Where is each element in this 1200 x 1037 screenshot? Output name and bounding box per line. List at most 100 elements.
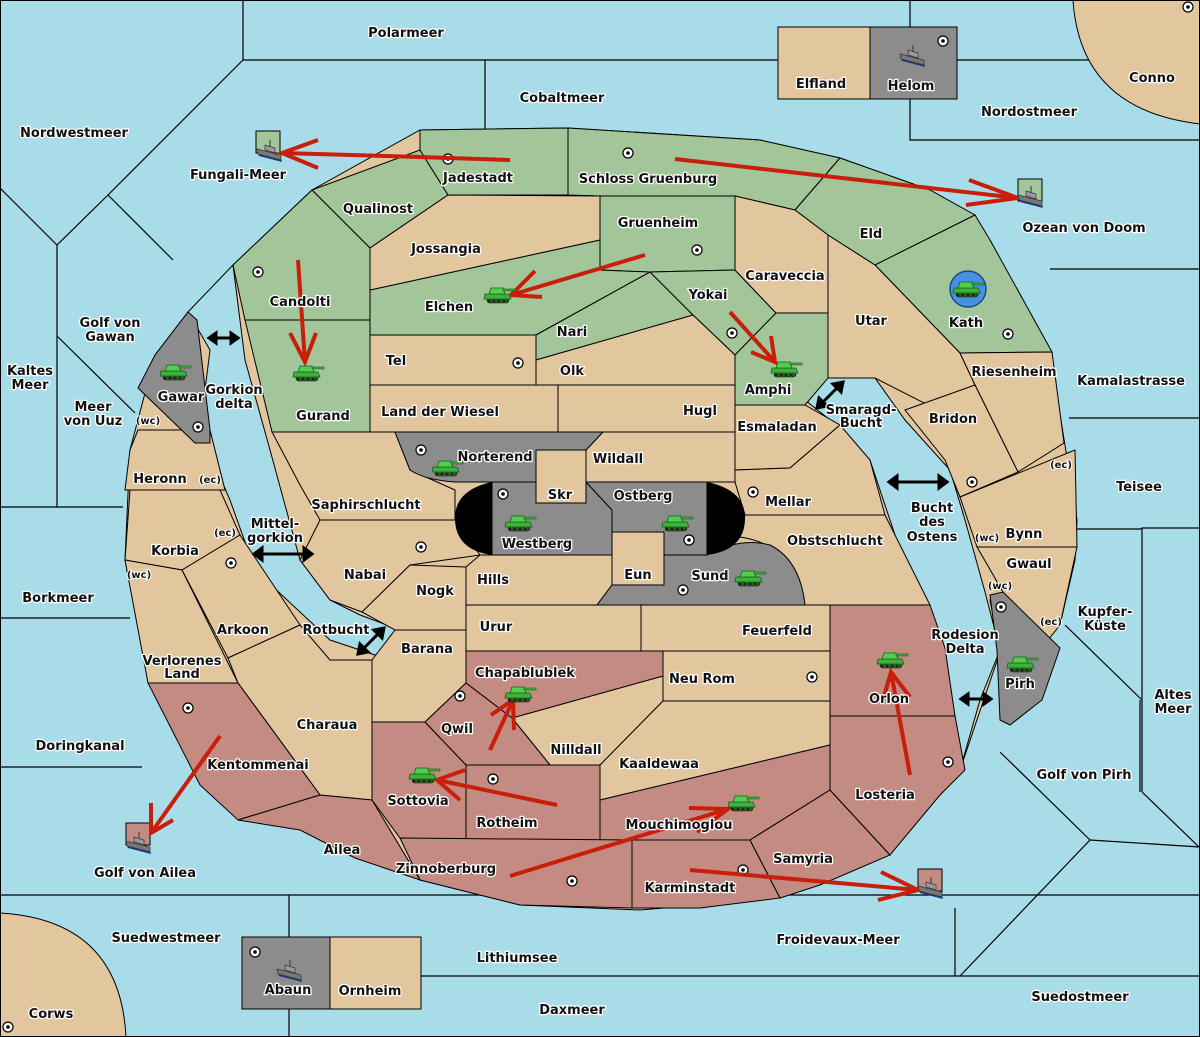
territory-losteria[interactable] [829,715,966,856]
supply-center-icon [2,1021,14,1033]
supply-center-icon [192,421,204,433]
label-borkmeer: Borkmeer [22,591,94,606]
label-ozean-von-doom: Ozean von Doom [1022,221,1145,236]
label-mellar: Mellar [765,495,811,510]
supply-center-icon [454,690,466,702]
label-arkoon: Arkoon [217,623,269,638]
move-order-arrow [276,138,511,170]
move-order-arrow [288,259,318,367]
label-abaun: Abaun [265,983,312,998]
label-fungali-meer: Fungali-Meer [190,168,287,183]
label-candolti: Candolti [270,295,331,310]
label-esmaladan: Esmaladan [737,420,817,435]
double-arrow-icon [206,330,241,346]
supply-center-icon [966,476,978,488]
territory-riesenheim[interactable] [959,351,1065,473]
label-feuerfeld: Feuerfeld [742,624,812,639]
label-urur: Urur [480,620,513,635]
label-qwil: Qwil [441,722,473,737]
territory-qwil[interactable] [424,682,552,766]
label-skr: Skr [548,488,573,503]
supply-center-icon [1002,328,1014,340]
label-teisee: Teisee [1116,480,1162,495]
label-nordostmeer: Nordostmeer [981,105,1078,120]
territory-heronn[interactable] [124,429,226,491]
label-conno: Conno [1129,71,1175,86]
label-korbia: Korbia [151,544,199,559]
label-verlorenes-land: Verlorenes [142,654,221,669]
supply-center-icon [566,875,578,887]
supply-center-icon [942,756,954,768]
label-nabai: Nabai [344,568,386,583]
label-kupfer-kueste: Kupfer- [1078,605,1133,620]
label-elfland: Elfland [796,77,846,92]
label-tel: Tel [386,354,406,369]
label-bucht-des-ostens: Ostens [907,530,958,545]
supply-center-icon [677,584,689,596]
coast-label-gwaul-wc: (wc) [988,581,1012,592]
supply-center-icon [249,946,261,958]
label-gorkion-delta: Gorkion [205,383,262,398]
label-kupfer-kueste: Küste [1084,619,1126,634]
supply-center-icon [487,773,499,785]
supply-center-icon [726,327,738,339]
label-bucht-des-ostens: des [919,515,945,530]
territory-bridon[interactable] [904,384,1019,498]
supply-center-icon [683,534,695,546]
territory-samyria[interactable] [749,789,891,899]
label-barana: Barana [401,642,453,657]
impassable-east [707,482,745,555]
label-qualinost: Qualinost [343,202,413,217]
double-arrow-icon [356,626,386,656]
territory-karminstadt[interactable] [631,839,781,909]
label-utar: Utar [855,314,888,329]
label-nari: Nari [557,325,588,340]
territory-corws[interactable] [0,912,127,1037]
label-rodesion-delta: Rodesion [931,628,998,643]
label-mittel-gorkion: Mittel- [251,517,300,532]
label-nordwestmeer: Nordwestmeer [20,126,128,141]
supply-center-icon [415,541,427,553]
label-sottovia: Sottovia [387,794,448,809]
label-zinnoberburg: Zinnoberburg [396,862,496,877]
territory-ornheim[interactable] [329,936,422,1010]
territory-conno[interactable] [1072,0,1200,125]
grey-territories [137,311,1061,726]
label-gurand: Gurand [296,409,350,424]
map-labels: Polarmeer Cobaltmeer Nordwestmeer Fungal… [6,25,1194,1024]
label-kamalastrasse: Kamalastrasse [1077,374,1185,389]
label-suedwestmeer: Suedwestmeer [111,931,221,946]
label-ornheim: Ornheim [339,984,402,999]
impassable-west [455,482,492,555]
label-westberg: Westberg [502,537,572,552]
label-gruenheim: Gruenheim [618,216,698,231]
label-hills: Hills [477,573,509,588]
supply-center-icon [747,486,759,498]
label-nogk: Nogk [416,584,454,599]
label-kaltes-meer: Meer [12,378,50,393]
double-arrow-icon [958,691,994,707]
territory-mellar[interactable] [734,424,886,516]
supply-center-icon [937,35,949,47]
label-bynn: Bynn [1006,527,1043,542]
territory-elfland[interactable] [777,26,871,100]
label-suedostmeer: Suedostmeer [1031,990,1129,1005]
supply-center-icon [691,244,703,256]
label-orlon: Orlon [869,692,909,707]
label-bridon: Bridon [929,412,977,427]
label-jossangia: Jossangia [410,242,481,257]
label-golf-von-pirh: Golf von Pirh [1036,768,1131,783]
supply-center-icon [1182,1,1194,13]
label-obstschlucht: Obstschlucht [787,534,883,549]
territory-jossangia[interactable] [369,194,601,291]
supply-center-icon [252,266,264,278]
label-gawar: Gawar [158,390,205,405]
territory-eun[interactable] [611,531,665,586]
coast-label-gawar-wc: (wc) [136,416,160,427]
territory-skr[interactable] [535,449,587,504]
territory-olk[interactable] [535,314,736,386]
label-rotbucht: Rotbucht [303,623,370,638]
supply-center-icon [225,557,237,569]
label-mouchimoglou: Mouchimoglou [626,818,733,833]
